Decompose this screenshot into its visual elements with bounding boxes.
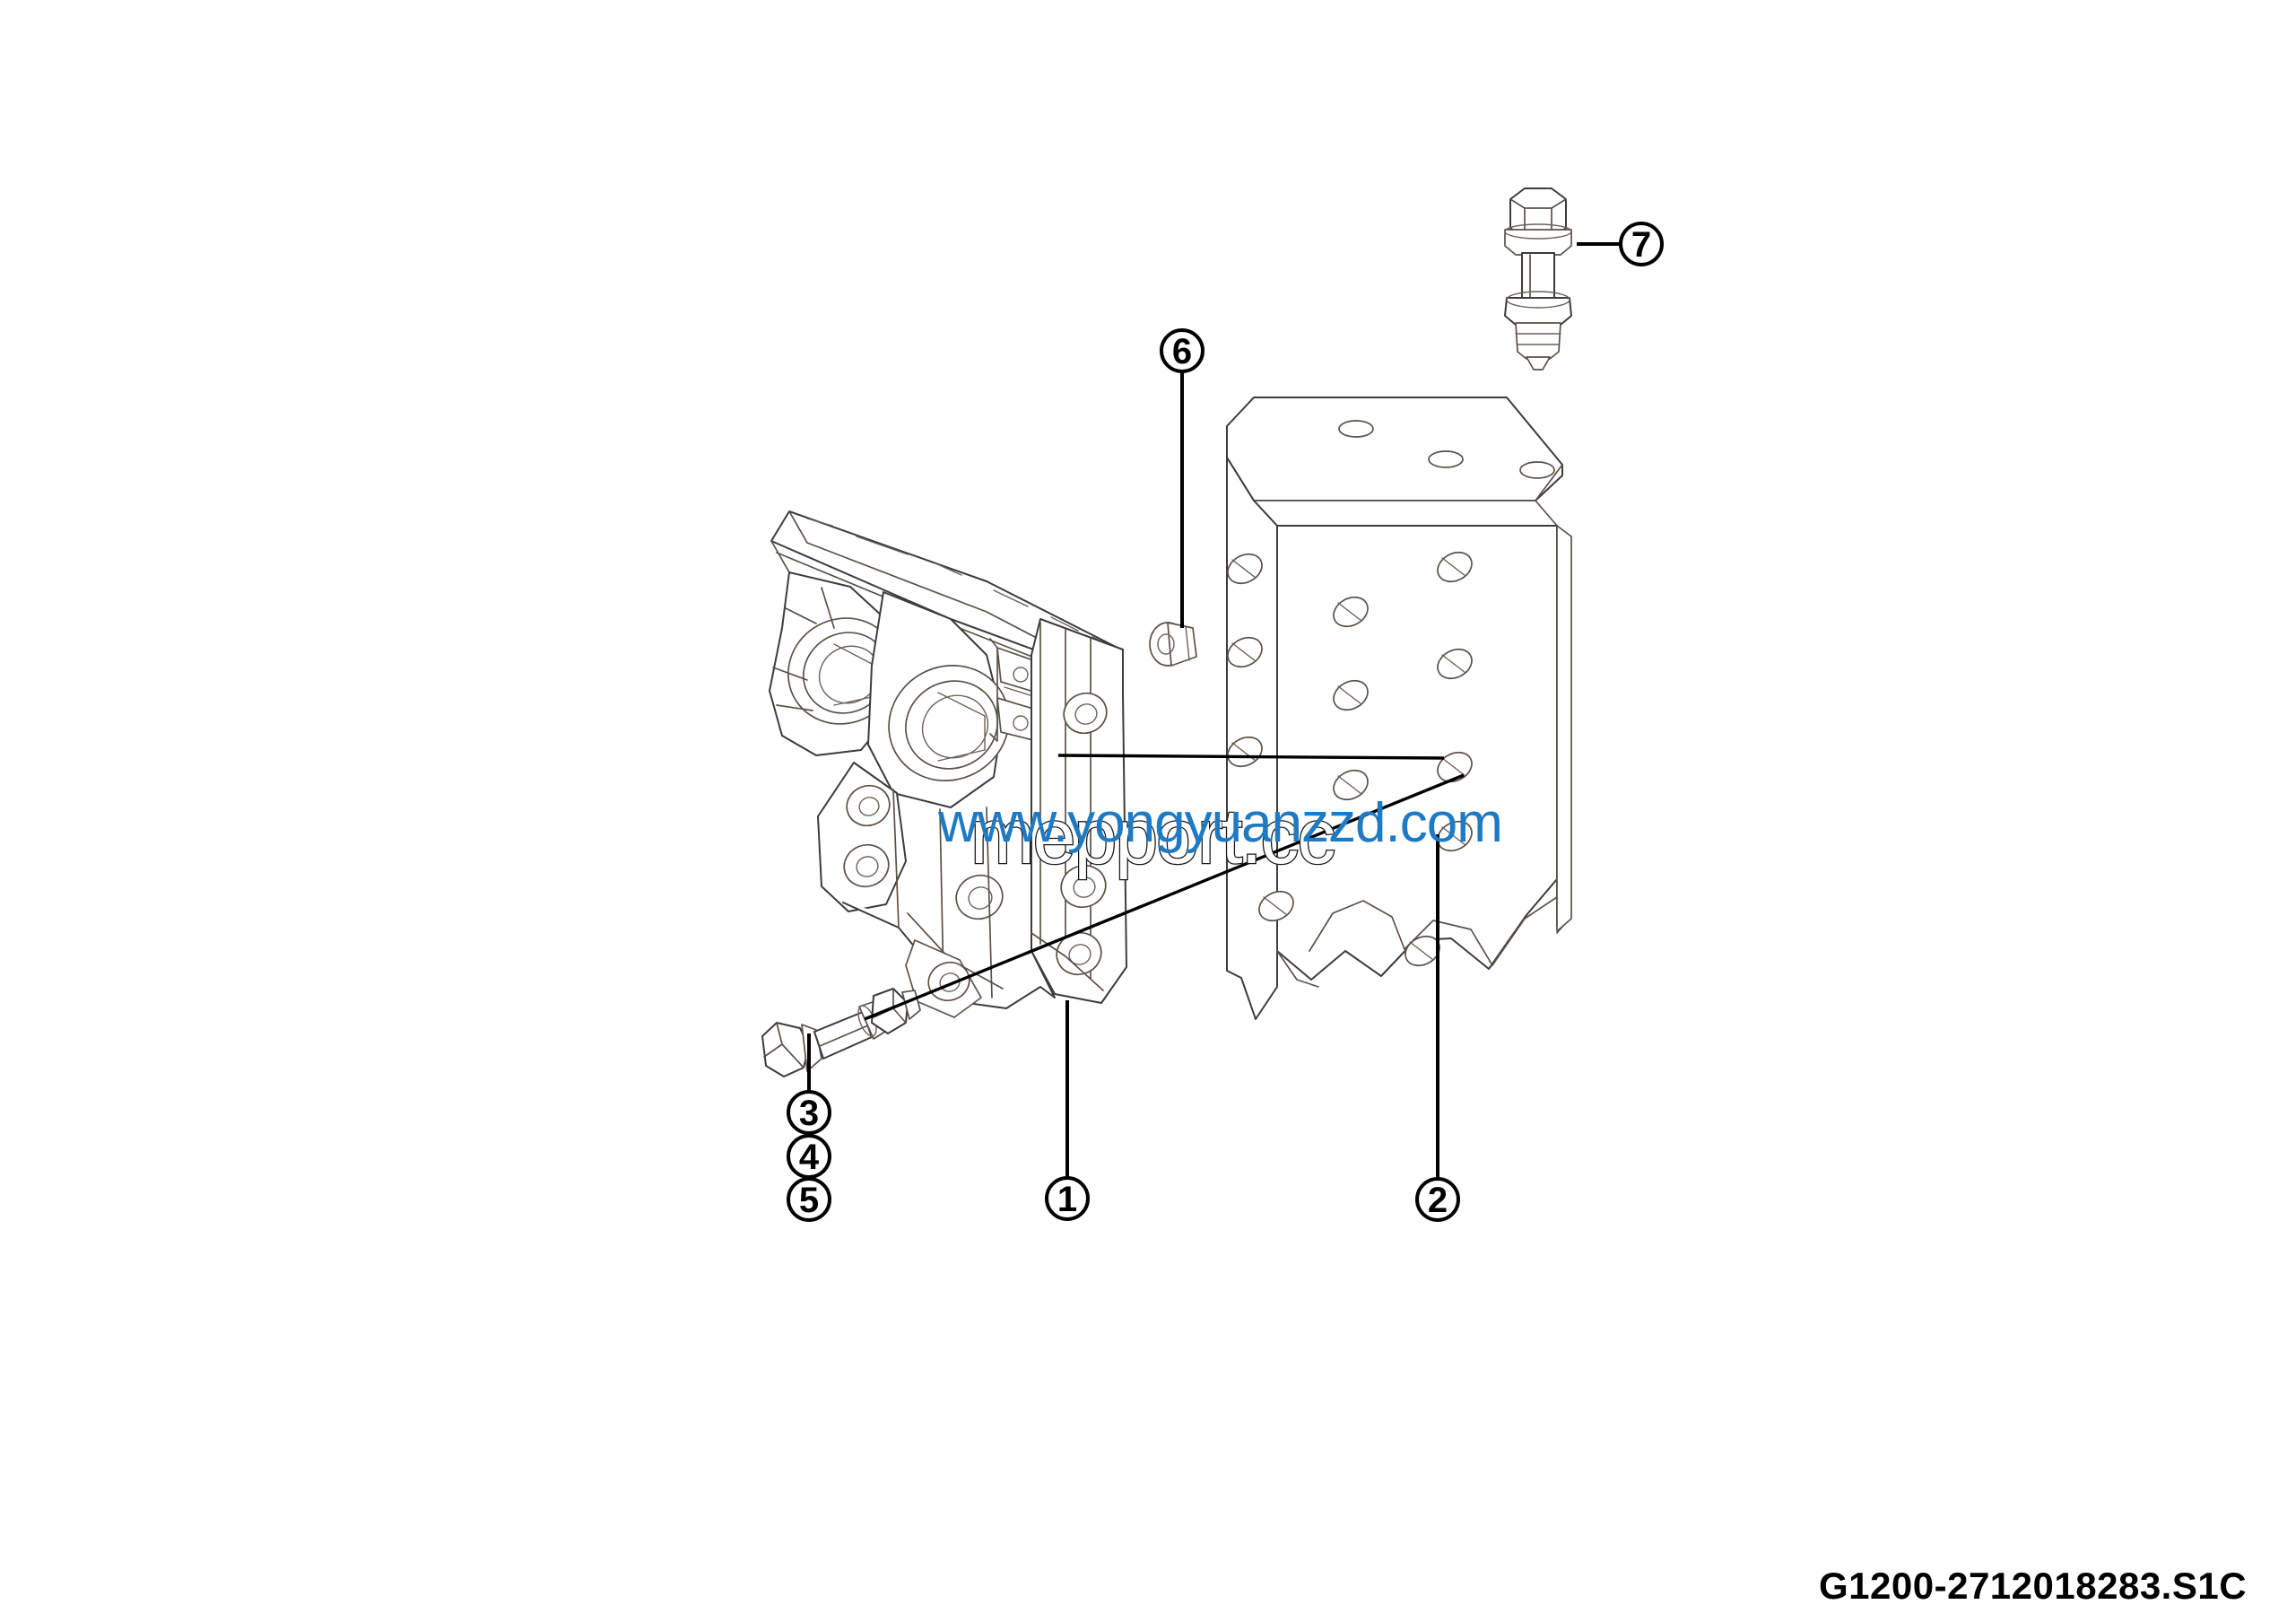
part-pin-plug-6 — [1149, 622, 1197, 667]
callout-balloon-1[interactable]: 1 — [1045, 1176, 1090, 1221]
watermark-brand-outline: mepport.cc — [970, 794, 1334, 880]
callout-balloon-5-label: 5 — [799, 1181, 819, 1220]
part-bolt-assembly-345 — [761, 988, 921, 1077]
callout-balloon-4-label: 4 — [799, 1138, 820, 1177]
part-flange-bolt-7 — [1504, 187, 1572, 371]
part-mounting-bracket — [1226, 397, 1572, 1020]
leader-lines — [807, 242, 1621, 1179]
callout-balloon-7-label: 7 — [1631, 225, 1651, 265]
part-number-caption: G1200-2712018283.S1C — [1819, 1565, 2247, 1607]
leader-line-casting-to-bracket — [1057, 754, 1445, 760]
callout-balloon-4[interactable]: 4 — [787, 1134, 831, 1179]
callout-balloon-2-label: 2 — [1428, 1181, 1448, 1220]
callout-balloon-3[interactable]: 3 — [787, 1090, 831, 1135]
callout-balloon-3-label: 3 — [799, 1094, 819, 1133]
leader-line-bolt-to-bracket — [864, 773, 1465, 1021]
callout-balloon-1-label: 1 — [1057, 1180, 1077, 1219]
callout-balloon-2[interactable]: 2 — [1415, 1177, 1460, 1222]
callout-balloon-5[interactable]: 5 — [787, 1177, 831, 1222]
callout-balloons: 1 2 3 4 5 6 — [787, 222, 1664, 1222]
callout-balloon-7[interactable]: 7 — [1619, 222, 1664, 266]
part-bracket-casting — [769, 510, 1127, 1018]
watermark-url-blue: www.yongyuanzzd.com — [937, 792, 1502, 854]
watermark-group: mepport.cc www.yongyuanzzd.com — [937, 792, 1503, 881]
callout-balloon-6-label: 6 — [1172, 332, 1192, 371]
callout-balloon-6[interactable]: 6 — [1160, 328, 1205, 373]
